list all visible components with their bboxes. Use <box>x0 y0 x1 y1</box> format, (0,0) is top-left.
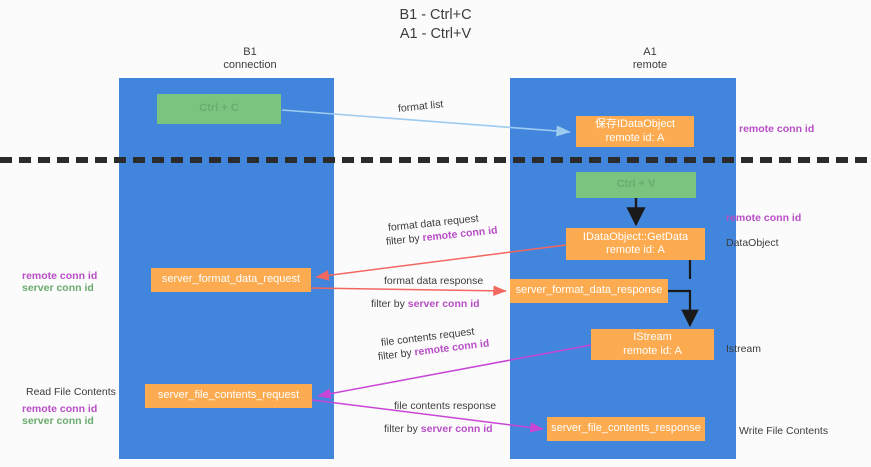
filter-key-server-conn-id: server conn id <box>420 423 493 435</box>
node-file-resp-label: server_file_contents_response <box>551 422 701 435</box>
column-header-b1-sub: connection <box>223 59 277 71</box>
annotation-right-remote-conn-id-mid: remote conn id <box>726 212 802 224</box>
node-istream-line1: IStream <box>633 331 672 343</box>
column-header-b1: B1 connection <box>150 46 350 72</box>
node-format-req-label: server_format_data_request <box>161 273 301 286</box>
annotation-right-remote-conn-id-top: remote conn id <box>739 123 815 135</box>
edge-label-file-contents-response-filter: filter by server conn id <box>384 422 493 436</box>
node-file-req-label: server_file_contents_request <box>157 389 300 402</box>
node-idataobject[interactable]: 保存IDataObject remote id: A <box>576 116 694 147</box>
arrow-format-list <box>281 109 571 137</box>
node-server-format-data-request[interactable]: server_format_data_request <box>151 268 311 292</box>
arrow-format-data-response <box>310 285 507 297</box>
filter-prefix: filter by <box>384 423 421 435</box>
node-getdata-line1: IDataObject::GetData <box>582 230 689 243</box>
arrow-response-to-istream <box>668 289 699 328</box>
arrow-format-data-request <box>315 244 567 281</box>
node-ctrl-c-label: Ctrl + C <box>199 102 239 115</box>
node-istream[interactable]: IStream remote id: A <box>591 329 714 360</box>
column-header-a1-sub: remote <box>632 59 668 71</box>
edge-label-file-contents-response: file contents response <box>394 400 497 412</box>
node-getdata-line2: remote id: A <box>606 244 665 256</box>
node-ctrl-c[interactable]: Ctrl + C <box>157 94 281 124</box>
arrow-file-contents-request <box>317 344 592 399</box>
node-server-file-contents-response[interactable]: server_file_contents_response <box>547 417 705 441</box>
annotation-left-remote-conn-id-mid: remote conn id <box>22 270 98 282</box>
node-idataobject-line2: remote id: A <box>605 131 665 144</box>
annotation-left-server-conn-id-mid: server conn id <box>22 282 94 294</box>
node-idataobject-getdata[interactable]: IDataObject::GetData remote id: A <box>566 228 705 260</box>
arrow-file-contents-response <box>311 399 544 433</box>
filter-key-server-conn-id: server conn id <box>407 298 480 310</box>
edge-label-format-data-response-filter: filter by server conn id <box>371 297 480 311</box>
annotation-right-dataobject: DataObject <box>726 237 779 249</box>
node-format-resp-label: server_format_data_response <box>515 284 663 297</box>
column-header-a1: A1 remote <box>540 46 760 72</box>
column-header-a1-name: A1 <box>643 46 657 58</box>
filter-prefix: filter by <box>385 232 424 248</box>
node-idataobject-line1: 保存IDataObject <box>594 118 676 130</box>
node-server-format-data-response[interactable]: server_format_data_response <box>510 279 668 303</box>
annotation-right-istream: Istream <box>726 343 762 355</box>
annotation-right-write-file-contents: Write File Contents <box>739 425 829 437</box>
node-server-file-contents-request[interactable]: server_file_contents_request <box>145 384 312 408</box>
annotation-left-remote-conn-id-bottom: remote conn id <box>22 403 98 415</box>
page-title: B1 - Ctrl+C A1 - Ctrl+V <box>0 6 871 44</box>
annotation-left-server-conn-id-bottom: server conn id <box>22 415 94 427</box>
filter-prefix: filter by <box>371 298 408 310</box>
phase-divider <box>0 157 871 163</box>
column-header-b1-name: B1 <box>243 46 257 58</box>
node-istream-line2: remote id: A <box>623 344 682 357</box>
edge-label-format-data-response: format data response <box>384 275 484 287</box>
title-line-1: B1 - Ctrl+C <box>399 7 472 23</box>
node-ctrl-v-label: Ctrl + V <box>616 178 656 191</box>
annotation-left-read-file-contents: Read File Contents <box>26 386 116 398</box>
node-ctrl-v[interactable]: Ctrl + V <box>576 172 696 198</box>
title-line-2: A1 - Ctrl+V <box>399 26 472 42</box>
